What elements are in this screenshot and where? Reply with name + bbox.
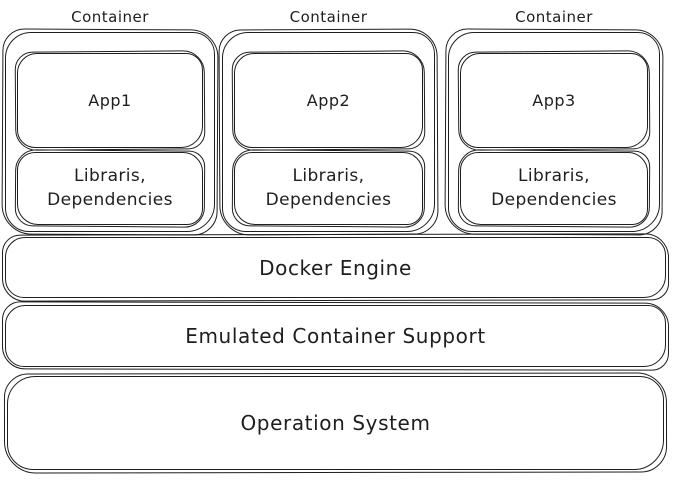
container-group-1: Container App1 Libraris, Dependencies (5, 6, 215, 232)
app-label: App2 (306, 91, 351, 110)
container-box: App1 Libraris, Dependencies (5, 32, 215, 232)
container-label: Container (71, 8, 149, 26)
docker-engine-label: Docker Engine (259, 255, 412, 280)
emulated-container-support-layer: Emulated Container Support (5, 305, 666, 367)
container-box: App3 Libraris, Dependencies (448, 32, 660, 232)
libraries-label: Libraris, Dependencies (491, 166, 617, 210)
libraries-box: Libraris, Dependencies (234, 152, 423, 225)
container-label: Container (515, 8, 593, 26)
docker-engine-layer: Docker Engine (5, 237, 666, 298)
libraries-label: Libraris, Dependencies (47, 166, 173, 210)
emulated-container-support-label: Emulated Container Support (185, 324, 486, 348)
app-label: App3 (532, 91, 576, 110)
container-box: App2 Libraris, Dependencies (222, 32, 435, 232)
libraries-box: Libraris, Dependencies (460, 152, 648, 225)
app-box: App3 (460, 53, 648, 148)
container-group-3: Container App3 Libraris, Dependencies (448, 6, 660, 232)
app-label: App1 (88, 91, 132, 110)
app-box: App2 (234, 53, 423, 148)
container-label: Container (289, 8, 368, 26)
operation-system-layer: Operation System (7, 376, 664, 470)
operation-system-label: Operation System (240, 411, 431, 435)
container-group-2: Container App2 Libraris, Dependencies (222, 6, 435, 232)
libraries-label: Libraris, Dependencies (265, 166, 392, 210)
libraries-box: Libraris, Dependencies (17, 152, 203, 225)
app-box: App1 (17, 53, 203, 148)
